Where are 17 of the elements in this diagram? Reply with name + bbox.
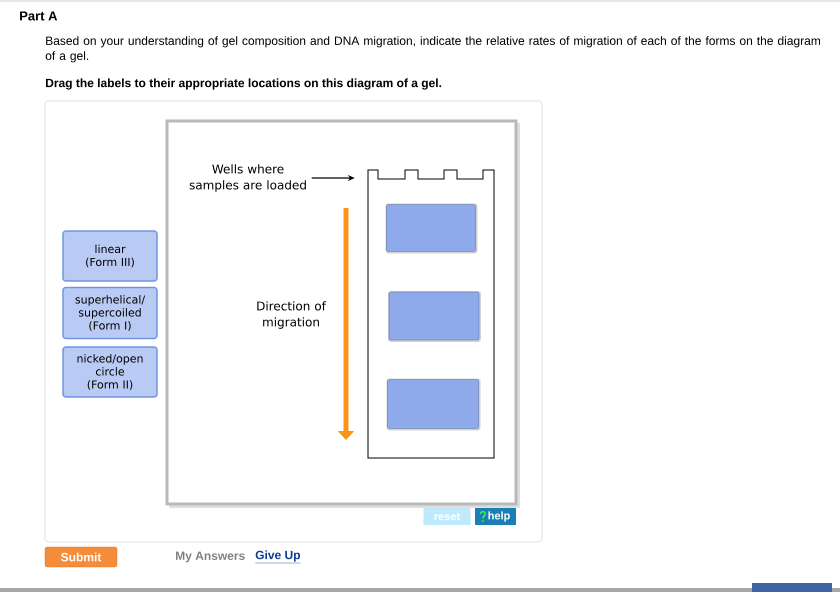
give-up-link: Give Up [255, 550, 301, 564]
drop-target [388, 291, 481, 342]
drop-target [386, 204, 478, 254]
label-tile: nicked/open circle (Form II) [62, 346, 158, 398]
answers-text: My Answers [176, 552, 245, 562]
callout-text: Wells where samples are loaded [190, 164, 306, 192]
direction-label: Direction of migration [257, 301, 326, 329]
heading: Part A [20, 11, 58, 21]
submit-button: Submit [44, 546, 118, 568]
label-tile: superhelical/ supercoiled (Form I) [62, 286, 158, 340]
instruction-text: Based on your understanding of gel composition and DNA migration, indicate the relative rates of migration of each of the forms on the diagram of a gel. [46, 36, 820, 62]
gel-drawing [368, 170, 494, 458]
help-button: help [475, 508, 516, 525]
instruction-text: Drag the labels to their appropriate locations on this diagram of a gel. [46, 78, 442, 90]
label-tile: linear (Form III) [62, 230, 158, 282]
drop-target [386, 378, 480, 430]
reset-button: reset [424, 508, 470, 525]
